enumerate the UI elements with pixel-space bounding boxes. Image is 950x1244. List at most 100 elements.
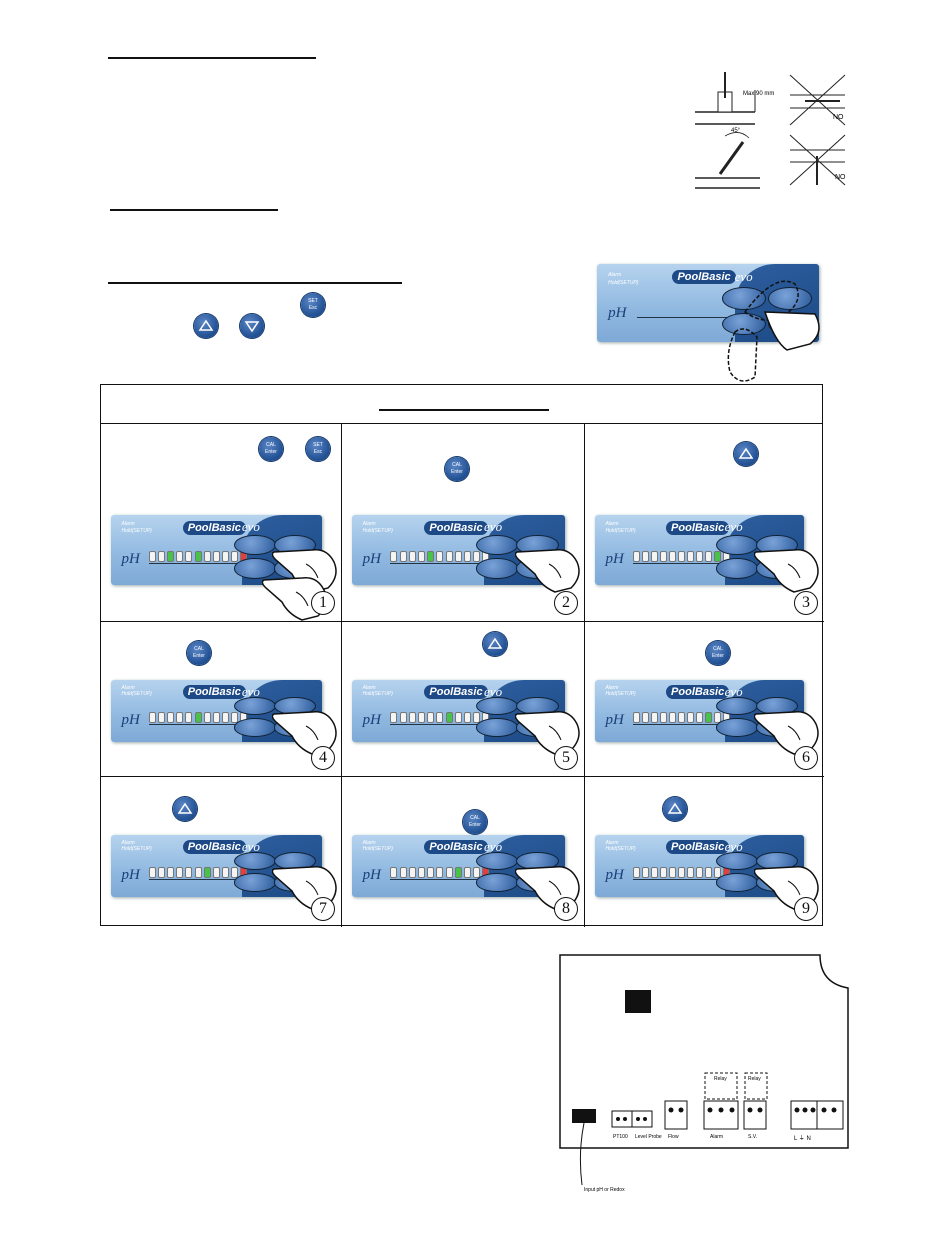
led-indicator [677, 551, 685, 563]
led-indicator [677, 712, 685, 724]
led-indicator [695, 712, 703, 724]
led-indicator [148, 712, 156, 724]
hand-pointer-icon [515, 710, 580, 755]
down-arrow-button-icon [240, 314, 264, 338]
led-indicator [632, 551, 640, 563]
step-number: 8 [554, 897, 578, 921]
led-indicator [668, 551, 676, 563]
step-number: 2 [554, 591, 578, 615]
led-indicator [148, 551, 156, 563]
terminal-label: Alarm [710, 1134, 723, 1140]
led-indicator [185, 712, 193, 724]
led-indicator [221, 867, 229, 879]
led-indicator [203, 867, 211, 879]
hand-pointer-icon [727, 280, 820, 382]
step-number: 9 [794, 897, 818, 921]
led-indicator [203, 712, 211, 724]
led-indicator [167, 867, 175, 879]
led-indicator [167, 551, 175, 563]
angle-label: 45° [731, 128, 741, 134]
step-number: 4 [311, 746, 335, 770]
terminal-label: Level Probe [635, 1134, 662, 1140]
up-arrow-button-icon [663, 797, 687, 821]
led-indicator [713, 551, 721, 563]
led-indicator [230, 551, 238, 563]
led-indicator [463, 712, 471, 724]
section-1-heading-rule [108, 57, 316, 59]
led-indicator [445, 712, 453, 724]
led-indicator [212, 551, 220, 563]
led-indicator [632, 867, 640, 879]
step-number: 6 [794, 746, 818, 770]
led-indicator [185, 551, 193, 563]
led-indicator [650, 712, 658, 724]
led-indicator [659, 712, 667, 724]
terminal-board-diagram: Relay Relay PT100 Level Probe Flow Alarm… [559, 954, 849, 1193]
led-indicator [221, 712, 229, 724]
led-indicator [194, 551, 202, 563]
led-indicator [399, 867, 407, 879]
led-indicator [641, 867, 649, 879]
led-indicator [417, 551, 425, 563]
led-indicator [463, 551, 471, 563]
led-indicator [454, 867, 462, 879]
input-label: Input pH or Redox [584, 1187, 625, 1193]
step-number: 1 [311, 591, 335, 615]
power-symbols: L ⏚ N [794, 1135, 811, 1142]
table-heading-rule [379, 409, 549, 411]
led-indicator [167, 712, 175, 724]
hand-pointer-icon [515, 548, 580, 593]
led-indicator [158, 867, 166, 879]
relay-label: Relay [748, 1076, 761, 1082]
led-indicator [176, 551, 184, 563]
led-indicator [390, 712, 398, 724]
led-indicator [158, 712, 166, 724]
led-indicator [203, 551, 211, 563]
no-label: NO [835, 174, 846, 181]
led-indicator [390, 867, 398, 879]
section-2-heading-rule [110, 209, 278, 211]
led-indicator [399, 551, 407, 563]
led-indicator [632, 712, 640, 724]
led-indicator [704, 551, 712, 563]
up-arrow-button-icon [194, 314, 218, 338]
led-indicator [436, 712, 444, 724]
led-indicator [176, 712, 184, 724]
led-indicator [641, 712, 649, 724]
section-3-heading-rule [108, 282, 402, 284]
led-indicator [704, 867, 712, 879]
led-indicator [194, 867, 202, 879]
hand-pointer-icon [272, 710, 337, 755]
led-indicator [185, 867, 193, 879]
led-indicator [194, 712, 202, 724]
led-indicator [695, 867, 703, 879]
led-indicator [427, 712, 435, 724]
led-indicator [473, 551, 481, 563]
led-indicator [399, 712, 407, 724]
led-indicator [221, 551, 229, 563]
led-indicator [686, 551, 694, 563]
led-indicator [650, 551, 658, 563]
up-arrow-button-icon [173, 797, 197, 821]
led-indicator [436, 551, 444, 563]
led-indicator [212, 867, 220, 879]
led-indicator [148, 867, 156, 879]
led-indicator [417, 712, 425, 724]
led-indicator [176, 867, 184, 879]
terminal-label: PT100 [613, 1134, 628, 1140]
led-indicator [686, 712, 694, 724]
